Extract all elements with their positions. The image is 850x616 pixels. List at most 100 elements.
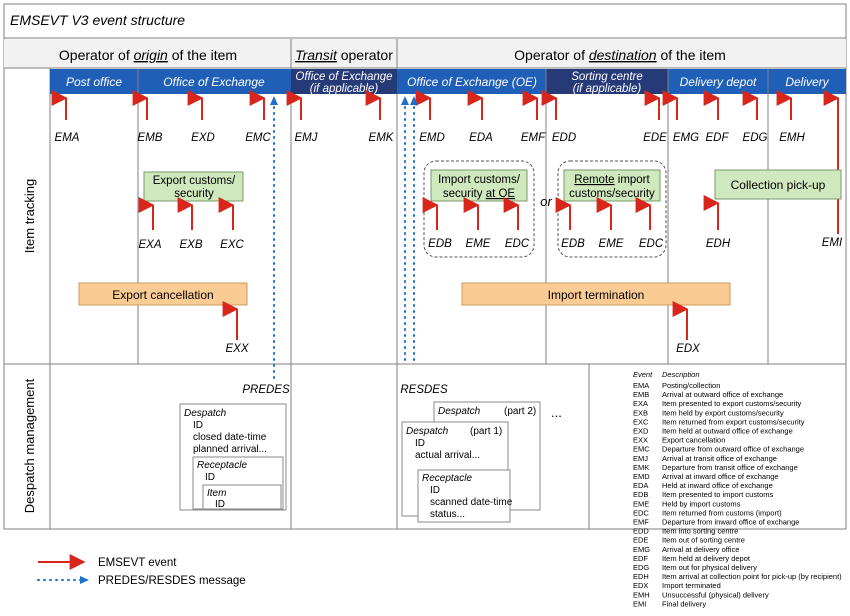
event-code: EDG bbox=[633, 563, 649, 572]
event-description: Item into sorting centre bbox=[662, 527, 738, 536]
resdes-arrowhead-1 bbox=[401, 96, 409, 105]
predes-rec-id: ID bbox=[205, 472, 215, 483]
zone-transit-line1: Office of Exchange bbox=[295, 71, 392, 83]
event-description: Departure from outward office of exchang… bbox=[662, 445, 804, 454]
event-code: EMC bbox=[633, 445, 650, 454]
event-code: EXX bbox=[633, 436, 648, 445]
resdes-ellipsis: ... bbox=[551, 405, 562, 420]
resdes-rec-id: ID bbox=[430, 485, 440, 496]
resdes-scanned: scanned date-time bbox=[430, 497, 513, 508]
bottom-event-arrows bbox=[222, 301, 689, 340]
event-code: EMB bbox=[633, 390, 649, 399]
collection-label: Collection pick-up bbox=[731, 178, 826, 192]
zone-transit-line2: (if applicable) bbox=[310, 83, 379, 95]
event-description: Departure from transit office of exchang… bbox=[662, 463, 798, 472]
label-exd: EXD bbox=[191, 132, 215, 144]
event-code: EMJ bbox=[633, 454, 648, 463]
label-edb-1: EDB bbox=[428, 238, 452, 250]
export-cancel-label: Export cancellation bbox=[112, 288, 213, 302]
resdes-part2: (part 2) bbox=[504, 406, 536, 417]
event-description: Final delivery bbox=[662, 599, 706, 608]
legend-message-label: PREDES/RESDES message bbox=[98, 575, 246, 587]
event-code: EME bbox=[633, 499, 649, 508]
event-code: EDA bbox=[633, 481, 648, 490]
zone-post-office: Post office bbox=[66, 75, 122, 89]
predes-item-title: Item bbox=[207, 488, 226, 499]
label-emb: EMB bbox=[138, 132, 163, 144]
collection-box bbox=[714, 169, 842, 200]
event-description: Import terminated bbox=[662, 581, 721, 590]
label-emg: EMG bbox=[673, 132, 699, 144]
label-exa: EXA bbox=[138, 239, 161, 251]
label-edb-2: EDB bbox=[561, 238, 585, 250]
zone-sorting-line2: (if applicable) bbox=[573, 83, 642, 95]
label-edd: EDD bbox=[552, 132, 576, 144]
event-description: Item arrival at collection point for pic… bbox=[662, 572, 842, 581]
event-description: Item out for physical delivery bbox=[662, 563, 757, 572]
export-customs-box bbox=[143, 171, 244, 202]
import-customs-line2: security at OE bbox=[443, 188, 516, 200]
event-code: EDC bbox=[633, 508, 649, 517]
row-label-despatch: Despatch management bbox=[22, 378, 37, 513]
zone-sorting-line1: Sorting centre bbox=[571, 71, 643, 83]
event-description: Departure from inward office of exchange bbox=[662, 518, 799, 527]
middle-event-labels: EXA EXB EXC EDB EME EDC EDB EME EDC EDH bbox=[138, 238, 730, 251]
event-description: Item returned from customs (import) bbox=[662, 508, 782, 517]
event-code: EDH bbox=[633, 572, 649, 581]
zone-delivery: Delivery bbox=[785, 75, 829, 89]
legend-event-label: EMSEVT event bbox=[98, 557, 177, 569]
event-code: EMK bbox=[633, 463, 649, 472]
event-description: Unsuccessful (physical) delivery bbox=[662, 590, 769, 599]
label-eda: EDA bbox=[469, 132, 493, 144]
import-customs-line1: Import customs/ bbox=[438, 174, 521, 186]
header-row bbox=[4, 39, 846, 68]
label-edf: EDF bbox=[706, 132, 730, 144]
event-code: EXA bbox=[633, 399, 648, 408]
remote-customs-line1: Remote import bbox=[574, 174, 650, 186]
event-description: Item held at outward office of exchange bbox=[662, 427, 793, 436]
event-table-col-event: Event bbox=[633, 370, 653, 379]
zone-bar-sorting bbox=[546, 69, 668, 94]
label-edh: EDH bbox=[706, 238, 731, 250]
event-description: Item held by export customs/security bbox=[662, 408, 784, 417]
label-exb: EXB bbox=[179, 239, 202, 251]
legend-message-arrowhead bbox=[80, 576, 89, 584]
zone-bar-origin bbox=[50, 69, 291, 94]
event-code: EDE bbox=[633, 536, 648, 545]
event-description: Export cancellation bbox=[662, 436, 725, 445]
predes-despatch-title: Despatch bbox=[184, 408, 227, 419]
message-lines bbox=[273, 99, 415, 379]
top-event-arrows bbox=[51, 90, 840, 234]
resdes-part1: (part 1) bbox=[470, 426, 502, 437]
event-description: Held at inward office of exchange bbox=[662, 481, 773, 490]
event-description: Item returned from export customs/securi… bbox=[662, 417, 805, 426]
zone-bar-delivery bbox=[668, 69, 846, 94]
zone-ioe: Office of Exchange (OE) bbox=[407, 75, 537, 89]
resdes-status: status... bbox=[430, 509, 465, 520]
top-event-labels: EMA EMB EXD EMC EMJ EMK EMD EDA EMF EDD … bbox=[55, 132, 843, 249]
resdes-actual: actual arrival... bbox=[415, 450, 480, 461]
resdes-despatch1-title: Despatch bbox=[406, 426, 449, 437]
resdes-id: ID bbox=[415, 438, 425, 449]
event-description: Posting/collection bbox=[662, 381, 720, 390]
resdes-despatch2-title: Despatch bbox=[438, 406, 481, 417]
remote-customs-box bbox=[563, 169, 661, 202]
event-code: EXD bbox=[633, 427, 649, 436]
event-code: EMI bbox=[633, 599, 646, 608]
predes-receptacle-title: Receptacle bbox=[197, 460, 247, 471]
predes-label: PREDES bbox=[242, 384, 290, 396]
export-customs-line2: security bbox=[174, 188, 214, 200]
zone-delivery-depot: Delivery depot bbox=[680, 75, 757, 89]
predes-item-card bbox=[202, 484, 282, 510]
event-code: EDF bbox=[633, 554, 648, 563]
event-code: EMA bbox=[633, 381, 649, 390]
predes-id: ID bbox=[193, 420, 203, 431]
event-code: EMD bbox=[633, 472, 650, 481]
label-edg: EDG bbox=[743, 132, 768, 144]
predes-planned: planned arrival... bbox=[193, 444, 267, 455]
remote-customs-line2: customs/security bbox=[569, 188, 655, 200]
event-description: Item presented to import customs bbox=[662, 490, 774, 499]
middle-event-arrows bbox=[138, 195, 720, 230]
